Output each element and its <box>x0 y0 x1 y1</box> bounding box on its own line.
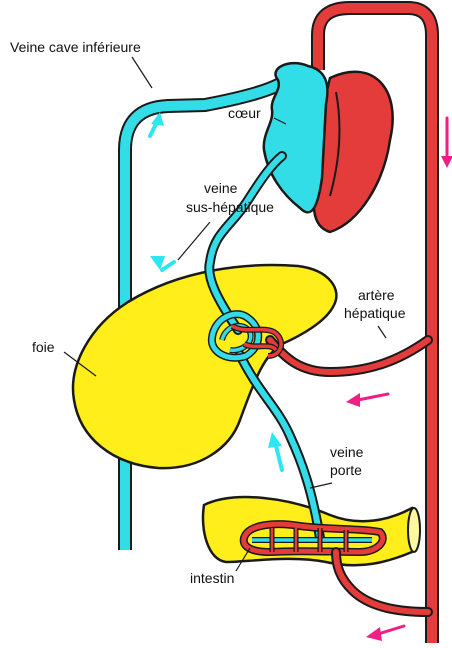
label-portal-vein-1: veine <box>330 444 364 460</box>
label-intestine: intestin <box>190 570 234 586</box>
arrow-left-mesenteric <box>366 626 404 641</box>
heart <box>264 63 393 232</box>
label-hepatic-artery-2: hépatique <box>344 305 406 321</box>
label-heart: cœur <box>228 105 261 121</box>
label-hepatic-vein-1: veine <box>204 180 238 196</box>
arrow-down-aorta <box>441 118 452 168</box>
arrow-up-hepatic-vein <box>150 256 174 270</box>
label-portal-vein-2: porte <box>330 462 362 478</box>
arrow-up-portal-vein <box>268 432 282 470</box>
hepatic-artery <box>270 340 428 372</box>
label-vena-cava: Veine cave inférieure <box>10 39 141 55</box>
label-hepatic-artery-1: artère <box>358 287 395 303</box>
label-hepatic-vein-2: sus-hépatique <box>186 199 274 215</box>
label-liver: foie <box>32 339 55 355</box>
arrow-left-hepatic-artery <box>346 393 388 407</box>
